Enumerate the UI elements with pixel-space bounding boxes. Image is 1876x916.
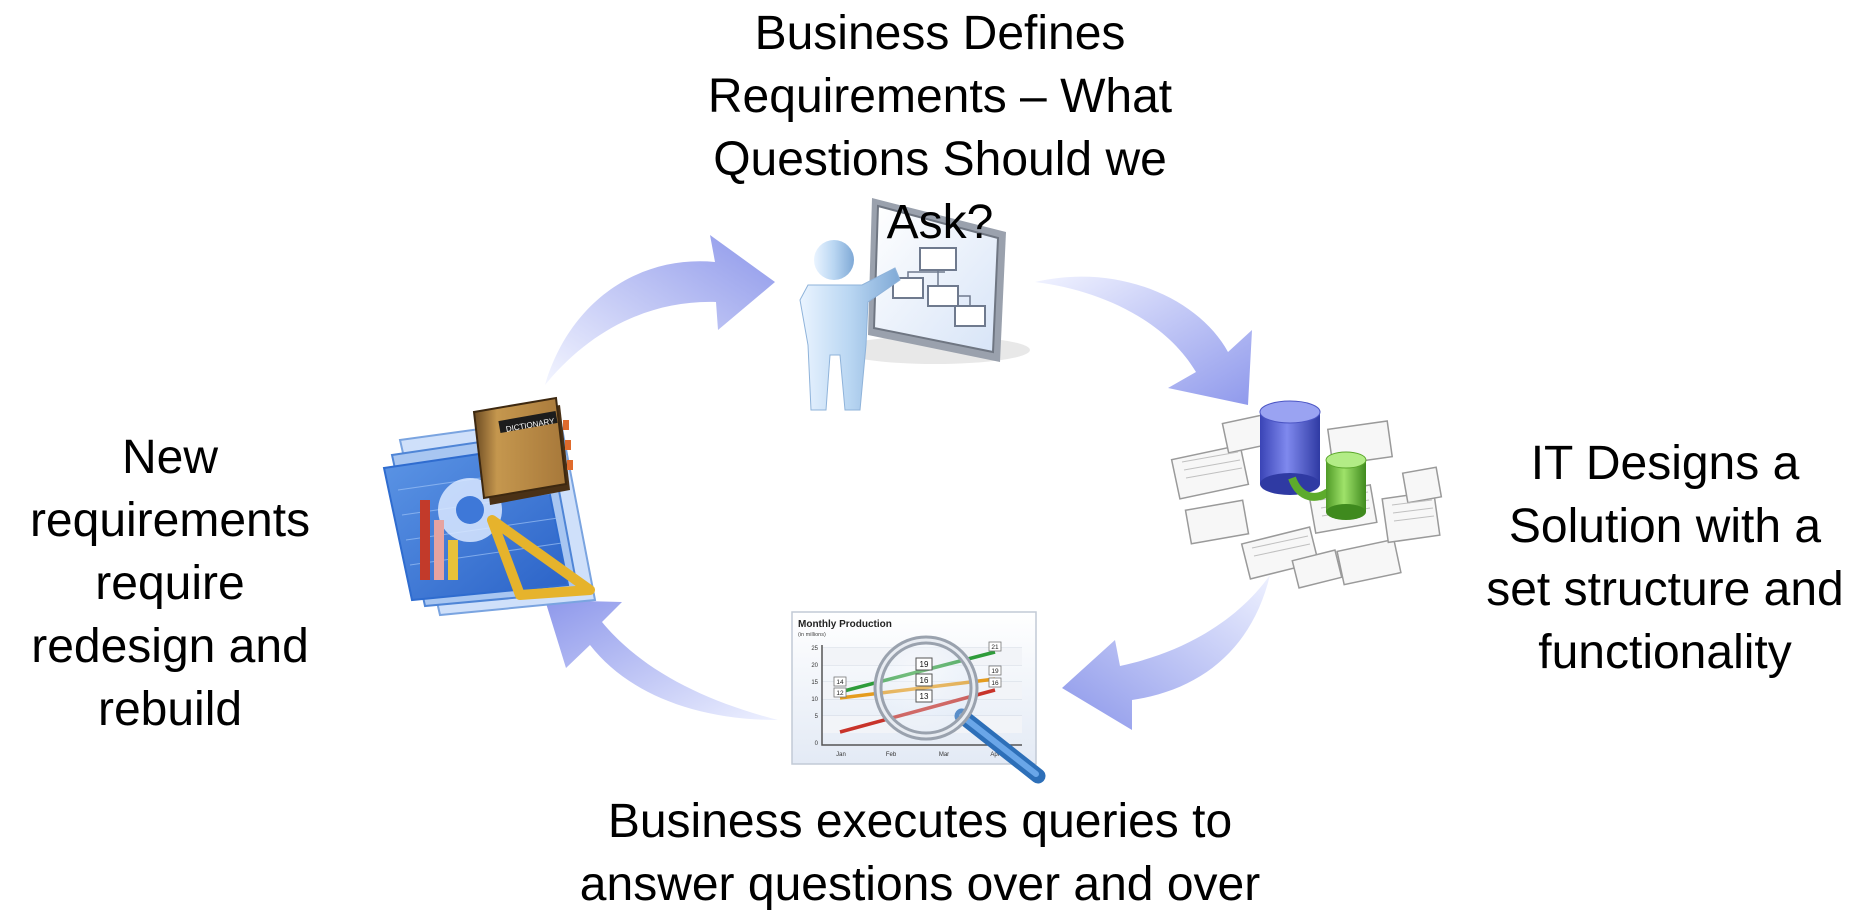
- step-line: Ask?: [886, 196, 994, 249]
- blueprint-dictionary-icon: DICTIONARY: [382, 396, 597, 617]
- step-line: requirements: [29, 494, 311, 547]
- step-line: Questions Should we: [713, 133, 1167, 186]
- chart-icon-callout: 21: [991, 644, 999, 651]
- chart-icon-ytick: 5: [815, 714, 819, 720]
- chart-icon-ytick: 25: [811, 646, 818, 652]
- chart-icon-subtitle: (in millions): [798, 632, 826, 638]
- chart-icon-callout: 16: [991, 680, 999, 687]
- chart-icon-callout: 13: [920, 692, 929, 701]
- chart-icon-callout: 12: [836, 690, 844, 697]
- chart-icon-callout: 14: [836, 679, 844, 686]
- step-line: set structure and: [1486, 563, 1844, 616]
- step-it-designs-solution: IT Designs a Solution with a set structu…: [1455, 432, 1875, 684]
- step-new-requirements: New requirements require redesign and re…: [0, 426, 340, 741]
- database-schema-icon: [1170, 400, 1443, 589]
- step-line: IT Designs a: [1530, 437, 1800, 490]
- arrow-top-to-right: [1035, 276, 1252, 405]
- chart-icon-ytick: 20: [811, 663, 818, 669]
- chart-icon-xtick: Feb: [886, 752, 897, 758]
- step-line: redesign and: [31, 620, 309, 673]
- step-line: require: [95, 557, 245, 610]
- chart-icon-xtick: Apr: [990, 752, 999, 758]
- step-line: rebuild: [97, 683, 243, 736]
- step-line: Solution with a: [1508, 500, 1822, 553]
- chart-magnifier-icon: Monthly Production (in millions) 25 20 1…: [791, 611, 1046, 784]
- step-line: Business Defines: [754, 7, 1126, 60]
- chart-icon-callout: 19: [920, 660, 929, 669]
- chart-icon-ytick: 15: [811, 680, 818, 686]
- chart-icon-callout: 19: [991, 668, 999, 675]
- step-business-executes-queries: Business executes queries to answer ques…: [500, 790, 1340, 916]
- arrow-left-to-top: [545, 235, 775, 385]
- presenter-whiteboard-icon: [799, 198, 1030, 411]
- step-line: functionality: [1538, 626, 1792, 679]
- step-line: New: [121, 431, 219, 484]
- chart-icon-ytick: 10: [811, 697, 818, 703]
- step-line: Business executes queries to: [607, 795, 1233, 848]
- chart-icon-xtick: Jan: [836, 752, 846, 758]
- arrow-bottom-to-left: [545, 600, 778, 720]
- step-line: answer questions over and over: [579, 858, 1261, 911]
- step-business-defines-requirements: Business Defines Requirements – What Que…: [640, 2, 1240, 254]
- chart-icon-callout: 16: [920, 676, 929, 685]
- chart-icon-xtick: Mar: [939, 752, 949, 758]
- chart-icon-ytick: 0: [815, 741, 819, 747]
- step-line: Requirements – What: [707, 70, 1173, 123]
- arrow-right-to-bottom: [1062, 575, 1270, 730]
- chart-icon-title: Monthly Production: [798, 619, 892, 630]
